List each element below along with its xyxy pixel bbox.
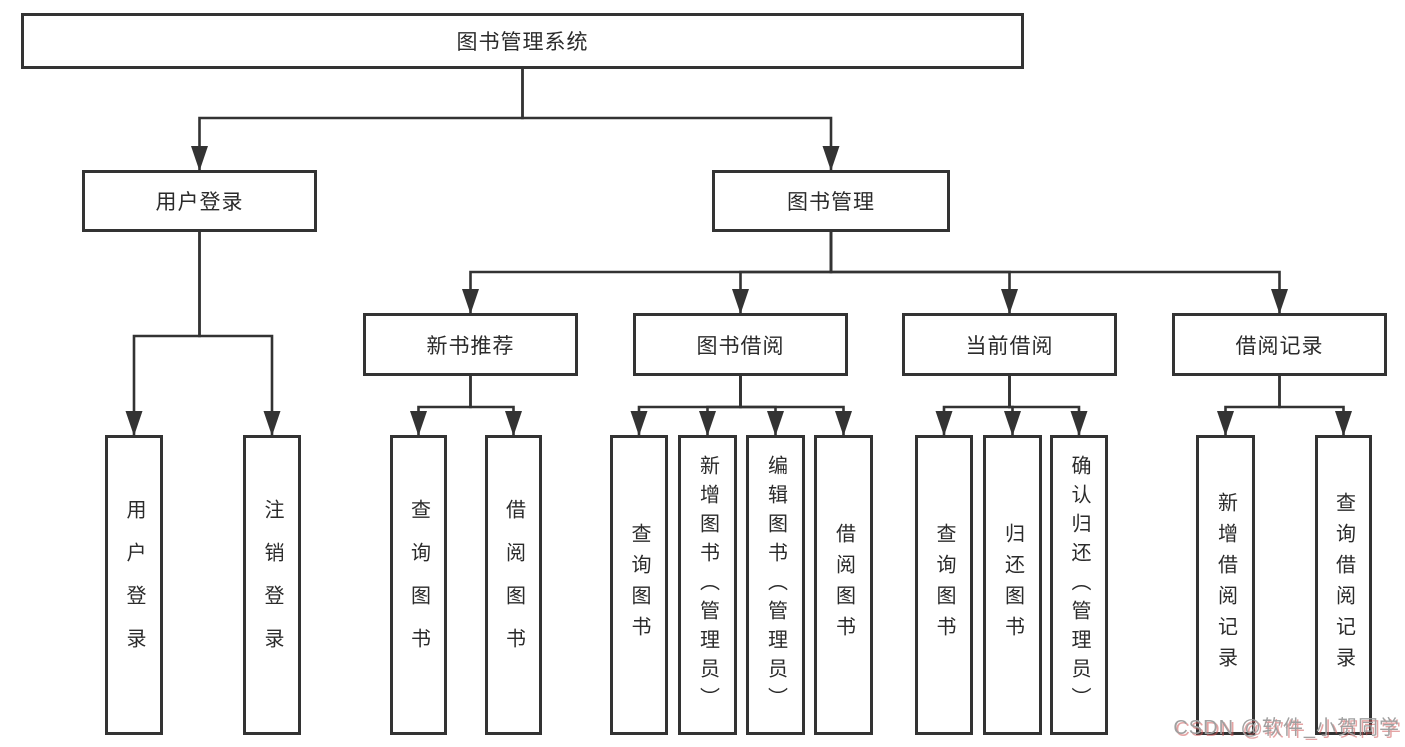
leaf-br-add-record: 新增借阅记录 xyxy=(1196,435,1255,735)
leaf-br-query-record: 查询借阅记录 xyxy=(1315,435,1372,735)
leaf-bb-edit-books-admin: 编辑图书（管理员） xyxy=(746,435,805,735)
leaf-bb-add-books-admin: 新增图书（管理员） xyxy=(678,435,737,735)
node-user-login-label: 用户登录 xyxy=(155,191,244,214)
edge-book-borrow-to-query xyxy=(630,376,742,436)
leaf-rec-borrow-books: 借阅图书 xyxy=(485,435,542,735)
leaf-cb-confirm-return-admin: 确认归还（管理员） xyxy=(1050,435,1108,735)
node-borrow-records: 借阅记录 xyxy=(1172,313,1387,376)
leaf-user-login-label: 用户登录 xyxy=(123,499,145,671)
node-borrow-records-label: 借阅记录 xyxy=(1235,334,1324,358)
node-new-book-rec-label: 新书推荐 xyxy=(426,334,515,358)
edge-root-to-user-login xyxy=(191,69,524,171)
leaf-cb-query-books: 查询图书 xyxy=(915,435,973,735)
leaf-bb-query-books-label: 查询图书 xyxy=(628,523,650,647)
edge-new-book-rec-to-query xyxy=(410,376,472,436)
edge-new-book-rec-to-borrow xyxy=(469,376,522,436)
leaf-cb-return-books: 归还图书 xyxy=(983,435,1042,735)
leaf-cb-query-books-label: 查询图书 xyxy=(933,523,955,647)
node-current-borrow: 当前借阅 xyxy=(902,313,1117,376)
node-book-mgmt-label: 图书管理 xyxy=(787,191,875,214)
leaf-br-add-record-label: 新增借阅记录 xyxy=(1214,492,1237,678)
edge-root-to-book-mgmt xyxy=(521,69,840,171)
leaf-bb-add-books-admin-label: 新增图书（管理员） xyxy=(696,454,719,716)
node-root: 图书管理系统 xyxy=(21,13,1024,69)
edge-user-login-to-leaf-logout xyxy=(198,232,281,436)
edge-book-mgmt-to-book-borrow xyxy=(732,232,833,314)
node-current-borrow-label: 当前借阅 xyxy=(965,334,1054,358)
edge-book-borrow-to-borrow xyxy=(739,376,852,436)
node-book-mgmt: 图书管理 xyxy=(712,170,950,232)
edge-user-login-to-leaf-login xyxy=(125,232,201,436)
leaf-rec-query-books-label: 查询图书 xyxy=(407,499,430,671)
node-root-label: 图书管理系统 xyxy=(456,31,589,54)
node-new-book-rec: 新书推荐 xyxy=(363,313,578,376)
node-book-borrow-label: 图书借阅 xyxy=(696,334,785,358)
leaf-bb-edit-books-admin-label: 编辑图书（管理员） xyxy=(764,454,787,716)
leaf-bb-borrow-books: 借阅图书 xyxy=(814,435,873,735)
leaf-rec-query-books: 查询图书 xyxy=(390,435,447,735)
leaf-bb-borrow-books-label: 借阅图书 xyxy=(832,523,855,647)
edge-book-borrow-to-add xyxy=(699,376,742,436)
leaf-logout: 注销登录 xyxy=(243,435,301,735)
leaf-br-query-record-label: 查询借阅记录 xyxy=(1332,492,1355,678)
edge-book-mgmt-to-borrow-records xyxy=(829,232,1288,314)
leaf-rec-borrow-books-label: 借阅图书 xyxy=(502,499,525,671)
node-book-borrow: 图书借阅 xyxy=(633,313,848,376)
edge-book-borrow-to-edit xyxy=(739,376,784,436)
csdn-watermark: CSDN @软件_小贺同学 xyxy=(1173,717,1400,739)
edge-borrow-records-to-query xyxy=(1278,376,1352,436)
leaf-logout-label: 注销登录 xyxy=(261,499,283,671)
edge-borrow-records-to-add xyxy=(1217,376,1281,436)
edge-current-borrow-to-confirm xyxy=(1008,376,1088,436)
node-user-login: 用户登录 xyxy=(82,170,317,232)
leaf-bb-query-books: 查询图书 xyxy=(610,435,668,735)
edge-current-borrow-to-query xyxy=(935,376,1011,436)
leaf-cb-return-books-label: 归还图书 xyxy=(1001,523,1024,647)
leaf-cb-confirm-return-admin-label: 确认归还（管理员） xyxy=(1068,454,1090,716)
leaf-user-login: 用户登录 xyxy=(105,435,163,735)
